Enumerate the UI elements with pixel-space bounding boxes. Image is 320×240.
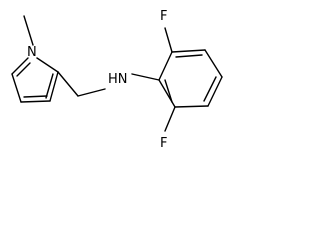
benzene-ring xyxy=(158,49,223,108)
bond-c2-c3 xyxy=(49,71,59,102)
atom-label-amine: HN xyxy=(108,72,128,87)
bond-c5-n1-double xyxy=(16,62,31,77)
bond-ar-c4-c5-double xyxy=(203,76,217,102)
bond-c2-c3-double xyxy=(45,73,54,99)
bond-n1-c2 xyxy=(36,57,59,73)
bond-nh-aryl xyxy=(131,73,160,81)
atom-label-fluorine-top: F xyxy=(160,9,167,24)
bond-c5-n1 xyxy=(11,57,29,75)
bond-ar-c4-c5 xyxy=(207,76,223,107)
bond-n-methyl xyxy=(23,15,34,46)
bond-ar-c1-c2 xyxy=(158,51,173,81)
bond-c3-c4 xyxy=(20,100,51,103)
bond-ar-c3-c4 xyxy=(204,49,223,78)
bond-ch2-nh xyxy=(77,88,106,97)
bond-c4-c5 xyxy=(11,73,22,103)
atom-label-fluorine-bottom: F xyxy=(160,136,167,151)
bond-ar-c2-c3 xyxy=(171,49,206,53)
bond-ar-f-top xyxy=(164,27,173,53)
pyrrole-ring xyxy=(11,57,59,103)
bond-ring-ch2 xyxy=(57,71,79,97)
atom-label-pyrrole-n: N xyxy=(27,45,37,60)
bond-c3-c4-double xyxy=(23,95,48,98)
bond-ar-c2-c3-double xyxy=(175,54,203,58)
bond-ar-c6-c1-double xyxy=(164,79,173,103)
bond-ar-f-bottom xyxy=(164,106,176,132)
chemical-structure: N HN F F xyxy=(11,9,223,151)
bond-ar-c5-c6 xyxy=(174,105,209,108)
